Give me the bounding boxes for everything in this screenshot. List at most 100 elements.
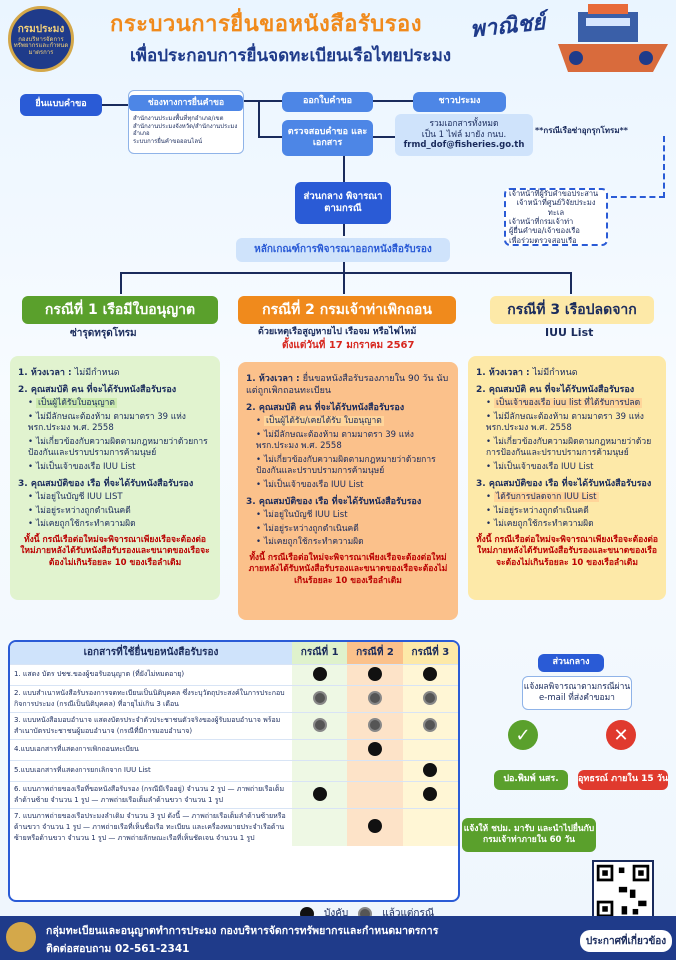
- officer-footer: เพื่อร่วมตรวจสอบเรือ: [509, 235, 577, 245]
- center-step: ส่วนกลาง พิจารณาตามกรณี: [295, 182, 391, 224]
- case1-person-item: ไม่มีลักษณะต้องห้าม ตามมาตรา 39 แห่ง พรก…: [28, 412, 212, 435]
- case1-person-item: เป็นผู้ได้รับใบอนุญาต: [36, 398, 117, 409]
- case2-vessel-item: ไม่อยู่ในบัญชี IUU List: [256, 510, 450, 521]
- col-case3: กรณีที่ 3: [402, 642, 458, 664]
- notify-box: แจ้งผลพิจารณาตามกรณีผ่าน e-mail ที่ส่งคำ…: [522, 676, 632, 710]
- mark-cell: [347, 684, 403, 712]
- dashed-connector: [611, 136, 665, 198]
- officer-box: เจ้าหน้าที่ผู้รับคำขอประสาน เจ้าหน้าที่ศ…: [504, 188, 608, 246]
- channel-item: สำนักงานประมงจังหวัด/สำนักงานประมงอำเภอ: [133, 122, 238, 138]
- officer-item: เจ้าหน้าที่ศูนย์วิจัยประมงทะเล: [516, 198, 596, 217]
- title-line1: กระบวนการยื่นขอหนังสือรับรอง: [110, 12, 422, 37]
- mark-cell: [402, 711, 458, 739]
- case1-person-list: เป็นผู้ได้รับใบอนุญาต ไม่มีลักษณะต้องห้า…: [28, 398, 212, 473]
- channel-item: ระบบการยื่นคำขอออนไลน์: [133, 137, 203, 145]
- case3-subtitle: IUU List: [545, 326, 594, 339]
- qr-label[interactable]: ประกาศที่เกี่ยวข้อง: [580, 930, 672, 952]
- email-address[interactable]: frmd_dof@fisheries.go.th: [403, 140, 525, 151]
- doc-text: 2. แบบสำเนาหนังสือรับรองการจดทะเบียนเป็น…: [10, 684, 292, 712]
- officer-title: เจ้าหน้าที่ผู้รับคำขอประสาน: [509, 188, 599, 198]
- case1-note: ทั้งนี้ กรณีเรือต่อใหม่จะพิจารณาเพียงเรื…: [20, 534, 210, 568]
- case3-person-item: ไม่เกี่ยวข้องกับความผิดตามกฎหมายว่าด้วยก…: [486, 437, 658, 460]
- case3-header: กรณีที่ 3 เรือปลดจาก: [490, 296, 654, 324]
- optional-dot: [423, 717, 438, 732]
- case3-time-label: 1. ห้วงเวลา :: [476, 368, 530, 378]
- case1-vessel-item: ไม่เคยถูกใช้กระทำความผิด: [28, 519, 212, 530]
- footer-org: กลุ่มทะเบียนและอนุญาตทำการประมง กองบริหา…: [46, 925, 439, 937]
- logo-text: กรมประมง: [17, 23, 65, 35]
- case1-panel: 1. ห้วงเวลา : ไม่มีกำหนด 2. คุณสมบัติ คน…: [10, 356, 220, 600]
- note-degraded: **กรณีเรือซ่าอุกรุกโทรม**: [535, 126, 628, 135]
- case1-person-heading: 2. คุณสมบัติ คน ที่จะได้รับหนังสือรับรอง: [18, 385, 177, 396]
- department-logo: กรมประมง กองบริหารจัดการทรัพยากรและกำหนด…: [8, 6, 74, 72]
- email-line2: เป็น 1 ไฟล์ มายัง กนบ.: [421, 129, 507, 140]
- review-step: ตรวจสอบคำขอ และเอกสาร: [282, 120, 373, 156]
- case2-person-item: เป็นผู้ได้รับ/เคยได้รับ ใบอนุญาต: [264, 416, 384, 427]
- mark-cell: [292, 711, 348, 739]
- case2-date: ตั้งแต่วันที่ 17 มกราคม 2567: [282, 340, 415, 351]
- mark-cell: [347, 759, 403, 781]
- required-dot: [367, 819, 382, 833]
- channels-list: สำนักงานประมงพื้นที่ทุกอำเภอ/เขต สำนักงา…: [129, 111, 243, 149]
- appeal-box: อุทธรณ์ ภายใน 15 วัน: [578, 770, 668, 790]
- flow-arrow: [343, 262, 345, 294]
- qr-code[interactable]: [592, 860, 654, 922]
- optional-dot: [367, 690, 382, 705]
- case1-subtitle: ซ่ารุดทรุดโทรม: [70, 328, 137, 339]
- case3-time-value: ไม่มีกำหนด: [532, 368, 578, 378]
- case2-vessel-list: ไม่อยู่ในบัญชี IUU List ไม่อยู่ระหว่างถู…: [256, 510, 450, 548]
- table-header: เอกสารที่ใช้ยื่นขอหนังสือรับรอง: [10, 642, 292, 664]
- channel-item: สำนักงานประมงพื้นที่ทุกอำเภอ/เขต: [133, 115, 224, 123]
- mark-cell: [292, 807, 348, 846]
- officer-item: เจ้าหน้าที่กรมเจ้าท่า: [509, 217, 574, 226]
- case3-person-list: เป็นเจ้าของเรือ iuu list ที่ได้รับการปลด…: [486, 398, 658, 473]
- footer-contact[interactable]: ติดต่อสอบถาม 02-561-2341: [46, 943, 190, 955]
- channels-box: ช่องทางการยื่นคำขอ สำนักงานประมงพื้นที่ท…: [128, 90, 244, 154]
- case2-person-item: ไม่เป็นเจ้าของเรือ IUU List: [256, 480, 450, 491]
- mark-cell: [292, 738, 348, 760]
- table-row: 5.แบบเอกสารที่แสดงการยกเลิกจาก IUU List: [10, 759, 458, 781]
- case2-time-value: ยื่นขอหนังสือรับรองภายใน 90 วัน นับแต่ถู…: [246, 374, 449, 397]
- legend-optional-label: แล้วแต่กรณี: [382, 908, 435, 919]
- final-box: แจ้งให้ ชปม. มารับ และนำไปยื่นกับกรมเจ้า…: [462, 818, 596, 852]
- ship-illustration: [558, 4, 668, 72]
- mark-cell: [402, 759, 458, 781]
- mark-cell: [402, 684, 458, 712]
- case2-header: กรณีที่ 2 กรมเจ้าท่าเพิกถอน: [238, 296, 456, 324]
- criteria-banner: หลักเกณฑ์การพิจารณาออกหนังสือรับรอง: [236, 238, 450, 262]
- case3-vessel-item: ไม่เคยถูกใช้กระทำความผิด: [486, 519, 658, 530]
- case3-panel: 1. ห้วงเวลา : ไม่มีกำหนด 2. คุณสมบัติ คน…: [468, 356, 666, 600]
- case1-vessel-list: ไม่อยู่ในบัญชี IUU LIST ไม่อยู่ระหว่างถู…: [28, 492, 212, 530]
- documents-table: เอกสารที่ใช้ยื่นขอหนังสือรับรอง กรณีที่ …: [8, 640, 460, 902]
- doc-text: 3. แบบหนังสือมอบอำนาจ แสดงบัตรประจำตัวปร…: [10, 711, 292, 739]
- mark-cell: [292, 663, 348, 685]
- case2-person-heading: 2. คุณสมบัติ คน ที่จะได้รับหนังสือรับรอง: [246, 403, 405, 414]
- optional-dot: [423, 690, 438, 705]
- case3-vessel-item: ไม่อยู่ระหว่างถูกดำเนินคดี: [486, 506, 658, 517]
- doc-text: 6. แบบภาพถ่ายของเรือที่ขอหนังสือรับรอง (…: [10, 780, 292, 808]
- logo-dept: กองบริหารจัดการทรัพยากรและกำหนดมาตรการ: [13, 35, 69, 56]
- mark-cell: [402, 780, 458, 808]
- doc-text: 5.แบบเอกสารที่แสดงการยกเลิกจาก IUU List: [10, 759, 292, 781]
- required-dot: [423, 762, 438, 777]
- case3-person-item: เป็นเจ้าของเรือ iuu list ที่ได้รับการปลด: [494, 398, 643, 409]
- check-icon: ✓: [508, 720, 538, 750]
- issue-step: ออกใบคำขอ: [282, 92, 373, 112]
- mark-cell: [292, 684, 348, 712]
- case2-vessel-item: ไม่อยู่ระหว่างถูกดำเนินคดี: [256, 524, 450, 535]
- flow-arrow: [258, 136, 282, 138]
- case3-vessel-item: ได้รับการปลดจาก IUU List: [494, 492, 599, 503]
- title-line2: เพื่อประกอบการยื่นจดทะเบียนเรือไทยประมง: [130, 46, 452, 66]
- case1-vessel-item: ไม่อยู่ในบัญชี IUU LIST: [28, 492, 212, 503]
- mark-cell: [402, 807, 458, 846]
- flow-arrow: [258, 100, 260, 136]
- required-dot: [423, 786, 438, 801]
- flow-arrow: [120, 272, 570, 274]
- mark-cell: [402, 738, 458, 760]
- mark-cell: [292, 780, 348, 808]
- footer-logo: [6, 922, 36, 952]
- required-dot: [367, 741, 382, 756]
- approve-box: ปอ.พิมพ์ นสร.: [494, 770, 568, 790]
- case3-person-item: ไม่มีลักษณะต้องห้าม ตามมาตรา 39 แห่ง พรก…: [486, 412, 658, 435]
- case1-vessel-item: ไม่อยู่ระหว่างถูกดำเนินคดี: [28, 506, 212, 517]
